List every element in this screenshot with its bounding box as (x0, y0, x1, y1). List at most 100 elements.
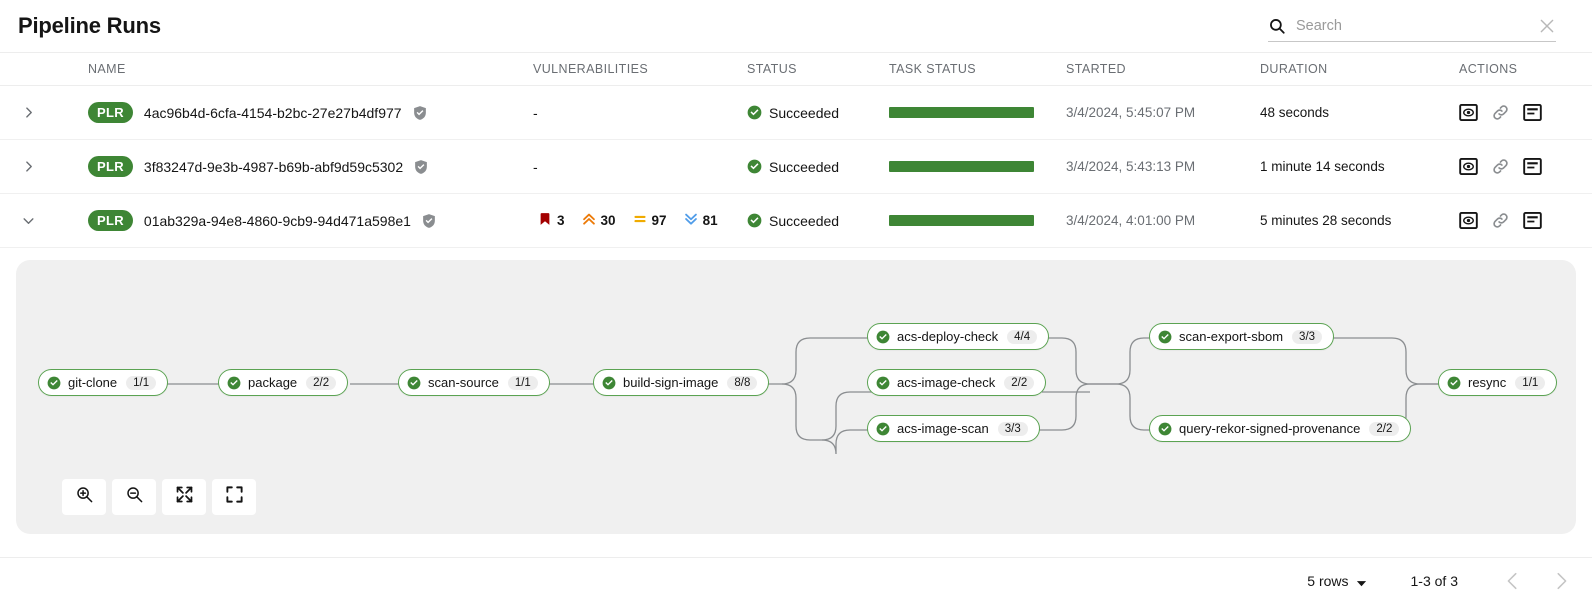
graph-node-count: 1/1 (1515, 375, 1546, 390)
chevron-down-icon[interactable] (22, 214, 35, 227)
view-output-icon[interactable] (1459, 211, 1478, 230)
check-circle-icon (876, 330, 890, 344)
started-cell: 3/4/2024, 4:01:00 PM (1066, 213, 1260, 228)
link-icon[interactable] (1491, 103, 1510, 122)
search-icon (1268, 17, 1286, 35)
zoom-out-icon (125, 485, 144, 509)
started-value: 3/4/2024, 4:01:00 PM (1066, 213, 1196, 228)
vulnerabilities-value: - (533, 104, 538, 121)
duration-value: 1 minute 14 seconds (1260, 159, 1385, 174)
actions-cell (1459, 211, 1592, 230)
column-header-task-status: TASK STATUS (889, 62, 977, 76)
duration-value: 5 minutes 28 seconds (1260, 213, 1392, 228)
graph-node-label: build-sign-image (623, 375, 719, 390)
run-name-cell: PLR 3f83247d-9e3b-4987-b69b-abf9d59c5302 (88, 156, 533, 177)
zoom-out-button[interactable] (112, 479, 156, 515)
graph-node-label: resync (1468, 375, 1507, 390)
graph-node-label: acs-image-scan (897, 421, 989, 436)
row-expand-cell (0, 214, 88, 227)
severity-count: 3 (557, 213, 565, 228)
check-circle-icon (876, 376, 890, 390)
zoom-in-button[interactable] (62, 479, 106, 515)
link-icon[interactable] (1491, 157, 1510, 176)
table-body: PLR 4ac96b4d-6cfa-4154-b2bc-27e27b4df977 -… (0, 86, 1592, 248)
check-circle-icon (602, 376, 616, 390)
check-circle-icon (1158, 330, 1172, 344)
graph-node-label: scan-export-sbom (1179, 329, 1284, 344)
graph-node-label: scan-source (428, 375, 499, 390)
run-name-link[interactable]: 01ab329a-94e8-4860-9cb9-94d471a598e1 (143, 212, 411, 229)
check-circle-icon (1447, 376, 1461, 390)
severity-low: 81 (679, 212, 718, 229)
chevron-right-icon[interactable] (22, 160, 35, 173)
logs-icon[interactable] (1523, 211, 1542, 230)
severity-important-icon (582, 212, 596, 229)
reset-view-button[interactable] (212, 479, 256, 515)
graph-node-build-sign-image[interactable]: build-sign-image 8/8 (593, 369, 770, 396)
column-header-actions: ACTIONS (1459, 62, 1518, 76)
close-icon[interactable] (1538, 17, 1556, 35)
check-circle-icon (747, 213, 762, 228)
graph-node-label: package (248, 375, 298, 390)
chevron-right-icon[interactable] (22, 106, 35, 119)
resource-kind-badge: PLR (88, 102, 133, 123)
graph-node-count: 3/3 (1292, 329, 1323, 344)
check-circle-icon (876, 422, 890, 436)
severity-group: 3 30 97 81 (533, 212, 727, 229)
graph-node-scan-export-sbom[interactable]: scan-export-sbom 3/3 (1149, 323, 1335, 350)
run-name-cell: PLR 4ac96b4d-6cfa-4154-b2bc-27e27b4df977 (88, 102, 533, 123)
check-circle-icon (227, 376, 241, 390)
check-circle-icon (1158, 422, 1172, 436)
view-output-icon[interactable] (1459, 103, 1478, 122)
task-status-cell (889, 107, 1066, 118)
graph-node-count: 8/8 (727, 375, 758, 390)
search-box[interactable] (1268, 10, 1556, 42)
started-value: 3/4/2024, 5:45:07 PM (1066, 105, 1196, 120)
vulnerabilities-cell: 3 30 97 81 (533, 212, 747, 229)
severity-critical-icon (538, 212, 552, 229)
severity-important: 30 (577, 212, 616, 229)
column-header-duration: DURATION (1260, 62, 1328, 76)
shield-check-icon (412, 105, 428, 121)
shield-check-icon (421, 213, 437, 229)
graph-node-count: 4/4 (1007, 329, 1038, 344)
actions-cell (1459, 103, 1592, 122)
task-status-bar (889, 107, 1034, 118)
link-icon[interactable] (1491, 211, 1510, 230)
duration-cell: 48 seconds (1260, 105, 1459, 120)
status-label: Succeeded (769, 212, 840, 229)
view-output-icon[interactable] (1459, 157, 1478, 176)
fit-to-screen-button[interactable] (162, 479, 206, 515)
previous-page-button[interactable] (1502, 570, 1524, 592)
rows-per-page-select[interactable]: 5 rows (1307, 573, 1366, 589)
graph-node-resync[interactable]: resync 1/1 (1438, 369, 1558, 396)
task-status-bar (889, 215, 1034, 226)
caret-down-icon (1356, 576, 1367, 587)
check-circle-icon (747, 105, 762, 120)
severity-low-icon (684, 212, 698, 229)
run-name-link[interactable]: 3f83247d-9e3b-4987-b69b-abf9d59c5302 (143, 158, 404, 175)
logs-icon[interactable] (1523, 157, 1542, 176)
status-cell: Succeeded (747, 213, 889, 229)
next-page-button[interactable] (1550, 570, 1572, 592)
search-input[interactable] (1296, 17, 1538, 34)
duration-cell: 1 minute 14 seconds (1260, 159, 1459, 174)
severity-count: 97 (651, 213, 667, 228)
column-header-vulnerabilities: VULNERABILITIES (533, 62, 649, 76)
task-status-bar (889, 161, 1034, 172)
resource-kind-badge: PLR (88, 156, 133, 177)
run-name-link[interactable]: 4ac96b4d-6cfa-4154-b2bc-27e27b4df977 (143, 104, 402, 121)
logs-icon[interactable] (1523, 103, 1542, 122)
severity-moderate: 97 (628, 212, 667, 229)
status-cell: Succeeded (747, 159, 889, 175)
